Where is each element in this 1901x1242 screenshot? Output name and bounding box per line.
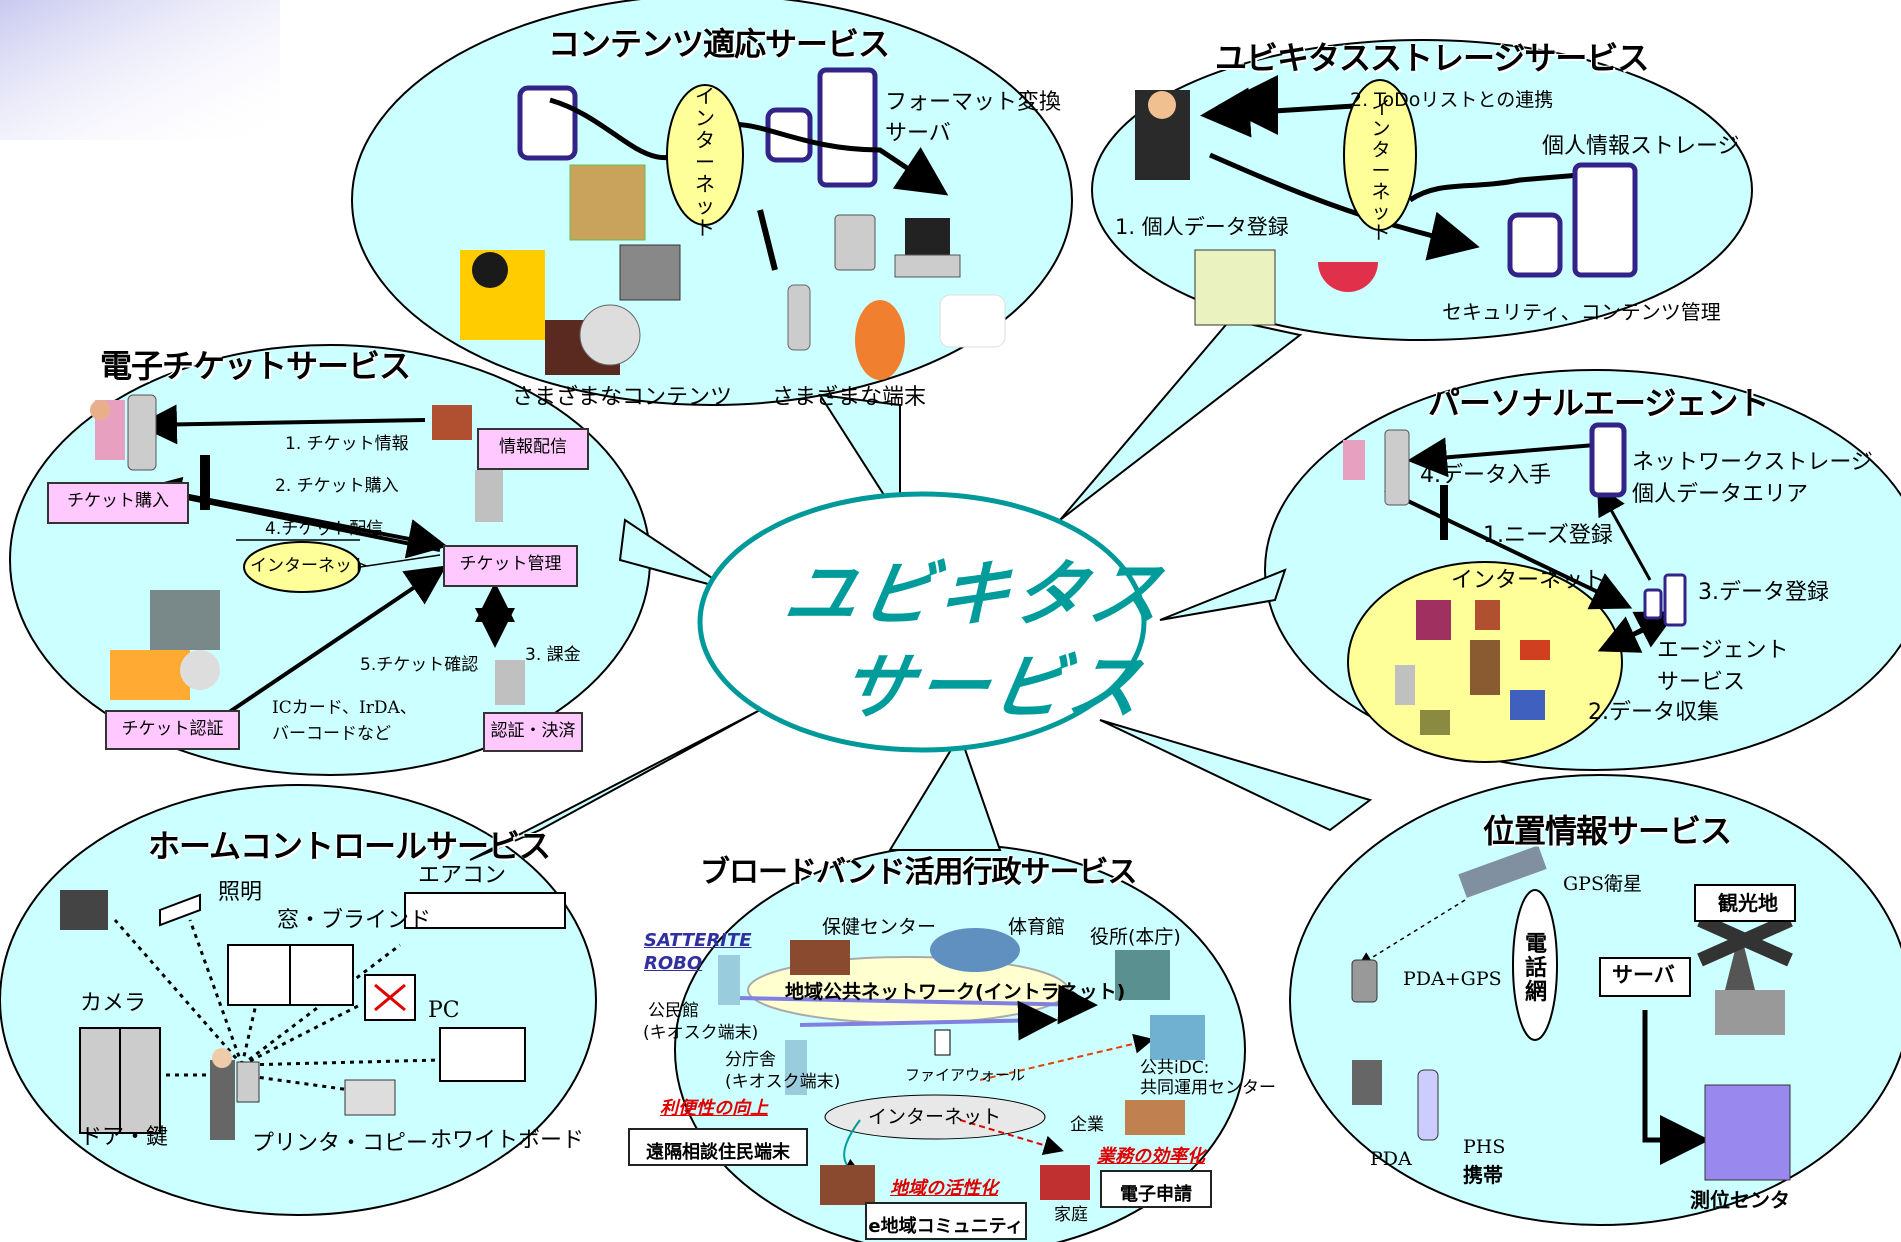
home-broadband-label: 家庭 (1054, 1205, 1088, 1225)
home-whiteboard-label: ホワイトボード (430, 1128, 585, 1153)
content-adapt-graphics (460, 67, 1006, 380)
activation-label: 地域の活性化 (890, 1178, 998, 1199)
phone-network-label: 電話網 (1524, 932, 1547, 1006)
ticket-barcode-label: バーコードなど (272, 724, 391, 744)
home-printer-label: プリンタ・コピー (252, 1131, 429, 1156)
idc-label-1: 公共iDC: (1140, 1058, 1210, 1078)
pda-label: PDA (1370, 1148, 1412, 1170)
ticket-deliver-label: 4.チケット配信 (265, 519, 384, 539)
agent-needs-label: 1.ニーズ登録 (1483, 523, 1613, 548)
branch-office-label: 分庁舎 (725, 1050, 776, 1070)
remote-terminal-box: 遠隔相談住民端末 (628, 1128, 808, 1166)
ticket-confirm-label: 5.チケット確認 (360, 655, 479, 675)
kominkan-label: 公民館 (648, 1001, 699, 1021)
content-adapt-title: コンテンツ適応サービス (548, 25, 890, 63)
mobile-label: 携帯 (1463, 1163, 1503, 1187)
content-adapt-internet: インターネット (695, 84, 715, 240)
storage-title: ユビキタスストレージサービス (1215, 39, 1649, 77)
idc-label-2: 共同運用センター (1140, 1078, 1276, 1098)
ticket-settle-box: 認証・決済 (483, 712, 583, 752)
home-light-label: 照明 (218, 880, 263, 905)
storage-graphics (1135, 75, 1638, 326)
various-terminals-label: さまざまな端末 (772, 385, 927, 410)
center-title-line1: ユビキタス (778, 552, 1174, 636)
storage-todo-label: 2. ToDoリストとの連携 (1350, 89, 1554, 111)
kiosk-label-2: (キオスク端末) (725, 1072, 841, 1092)
home-blind-label: 窓・ブラインド (277, 908, 432, 933)
gps-sat-label: GPS衛星 (1563, 873, 1642, 895)
satterite-label: SATTERITE (644, 930, 752, 951)
location-title: 位置情報サービス (1483, 812, 1732, 850)
home-pc-label: PC (428, 998, 460, 1023)
agent-get-data-label: 4.データ入手 (1420, 463, 1551, 488)
company-label: 企業 (1070, 1115, 1104, 1135)
agent-title: パーソナルエージェント (1428, 384, 1769, 422)
ticket-manage-box: チケット管理 (443, 545, 578, 587)
ticket-info-delivery-box: 情報配信 (477, 428, 589, 470)
storage-bubble (1091, 39, 1753, 341)
health-center-label: 保健センター (822, 916, 937, 938)
positioning-center-label: 測位センタ (1690, 1188, 1790, 1212)
broadband-internet-label: インターネット (868, 1106, 1002, 1128)
firewall-label: ファイアウォール (905, 1066, 1026, 1084)
phs-label: PHS (1463, 1136, 1506, 1158)
efficiency-label: 業務の効率化 (1097, 1146, 1205, 1167)
home-camera-label: カメラ (80, 991, 147, 1016)
ticket-ic-label: ICカード、IrDA、 (272, 698, 417, 718)
agent-internet-label: インターネット (1451, 568, 1606, 593)
security-label: セキュリティ、コンテンツ管理 (1442, 300, 1721, 324)
various-contents-label: さまざまなコンテンツ (512, 385, 733, 410)
gym-label: 体育館 (1008, 916, 1066, 938)
e-community-box: e地域コミュニティ (865, 1202, 1027, 1240)
kiosk-label-1: (キオスク端末) (643, 1023, 759, 1043)
agent-graphics (1343, 422, 1687, 763)
agent-collect-label: 2.データ収集 (1588, 700, 1719, 725)
ticket-title: 電子チケットサービス (100, 347, 411, 385)
broadband-graphics (718, 928, 1205, 1205)
ticket-buy-label: 2. チケット購入 (275, 476, 399, 496)
cityhall-label: 役所(本庁) (1090, 926, 1181, 948)
location-graphics (1351, 845, 1796, 1181)
ticket-info-label: 1. チケット情報 (285, 434, 409, 454)
home-aircon-label: エアコン (418, 863, 507, 888)
agent-personal-area-label: 個人データエリア (1632, 482, 1809, 507)
broadband-title: ブロードバンド活用行政サービス (700, 855, 1137, 890)
ticket-graphics (137, 404, 515, 727)
ticket-auth-box: チケット認証 (105, 710, 240, 750)
format-server-label-2: サーバ (885, 121, 951, 146)
server-label: サーバ (1612, 963, 1675, 987)
robo-label: ROBO (644, 953, 703, 974)
center-ellipse (697, 491, 1147, 753)
tourist-spot-label: 観光地 (1718, 891, 1778, 915)
agent-data-reg-label: 3.データ登録 (1698, 580, 1829, 605)
regional-network-label: 地域公共ネットワーク(イントラネット) (785, 981, 1126, 1003)
agent-service-label-1: エージェント (1657, 638, 1789, 663)
ticket-icons (90, 394, 525, 705)
ticket-internet-label: インターネット (250, 556, 369, 576)
format-server-label: フォーマット変換 (885, 90, 1062, 115)
storage-internet: インターネット (1371, 97, 1391, 245)
pda-gps-label: PDA+GPS (1403, 968, 1502, 990)
home-door-label: ドア・鍵 (80, 1125, 169, 1150)
ticket-billing-label: 3. 課金 (525, 645, 581, 665)
center-title-line2: サービス (833, 645, 1153, 729)
ticket-purchase-box: チケット購入 (47, 482, 189, 524)
personal-storage-label: 個人情報ストレージ (1542, 134, 1740, 159)
home-graphics (60, 890, 566, 1140)
e-apply-box: 電子申請 (1100, 1170, 1212, 1208)
agent-net-storage-label: ネットワークストレージ (1632, 450, 1873, 475)
personal-data-register-label: 1. 個人データ登録 (1115, 215, 1289, 239)
convenience-label: 利便性の向上 (660, 1098, 768, 1119)
home-title: ホームコントロールサービス (148, 827, 551, 865)
agent-service-label-2: サービス (1657, 670, 1746, 695)
